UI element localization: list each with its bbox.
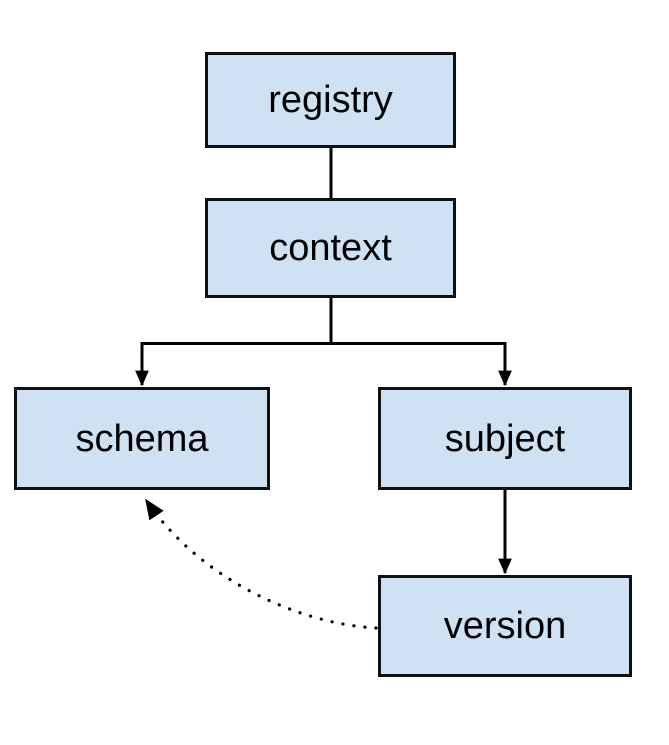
edge-context-subject (331, 342, 512, 387)
node-version-label: version (443, 605, 567, 647)
node-schema[interactable]: schema (14, 387, 270, 490)
node-schema-label: schema (75, 417, 209, 460)
node-context-label: context (269, 227, 392, 269)
edge-context-schema (135, 342, 331, 387)
node-registry-label: registry (268, 79, 393, 121)
node-subject[interactable]: subject (378, 387, 632, 490)
node-context[interactable]: context (205, 198, 456, 298)
node-version[interactable]: version (378, 575, 632, 677)
node-subject-label: subject (444, 417, 566, 460)
edge-version-schema (144, 498, 378, 630)
node-registry[interactable]: registry (205, 52, 456, 148)
